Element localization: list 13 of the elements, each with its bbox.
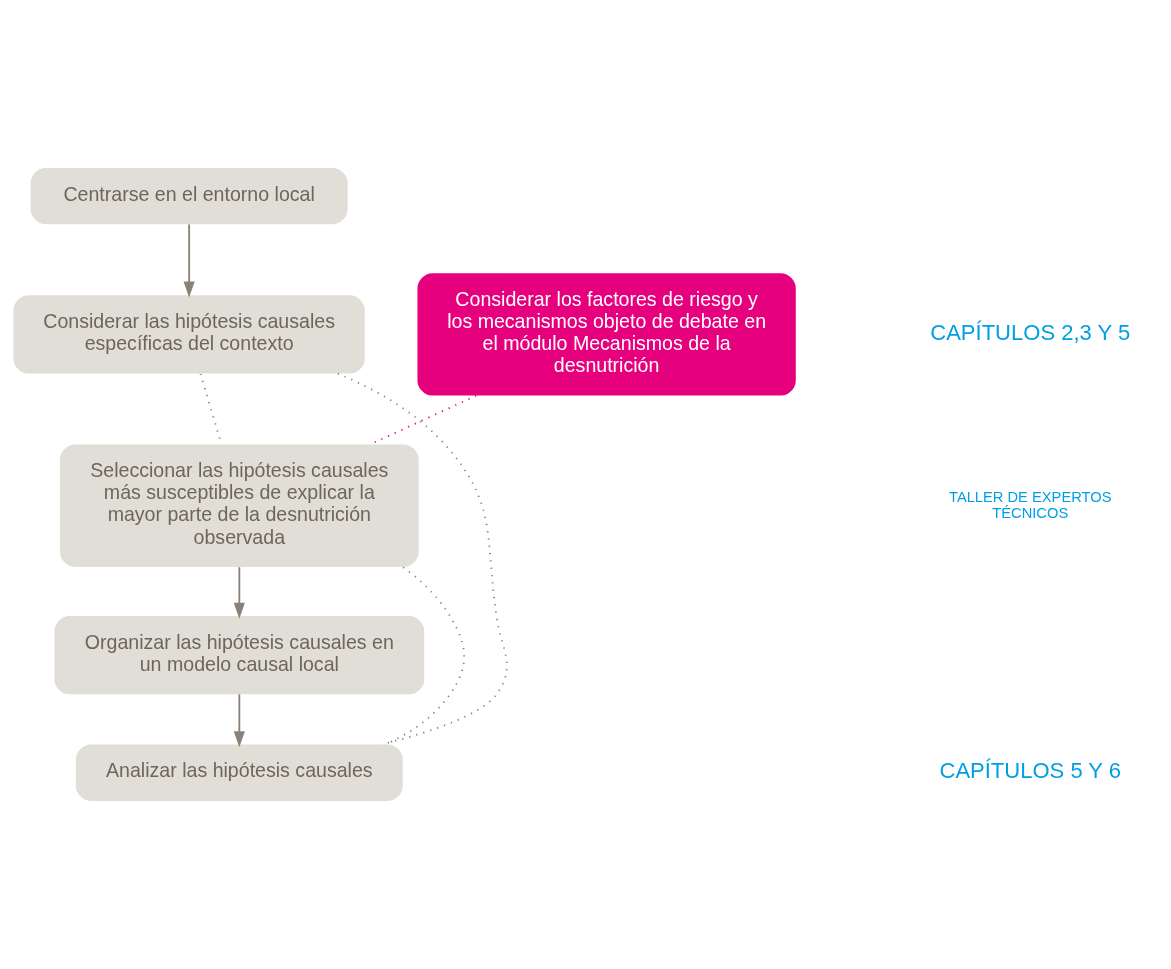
arrow xyxy=(183,223,195,297)
node-box: Centrarse en el entorno local xyxy=(30,167,348,224)
label: CAPÍTULOS 5 Y 6 xyxy=(939,757,1121,783)
label: CAPÍTULOS 2,3 Y 5 xyxy=(930,319,1131,345)
arrow xyxy=(233,565,245,619)
node-box: Analizar las hipótesis causales xyxy=(75,744,403,801)
arrow xyxy=(233,693,245,747)
node-box: Considerar los factores de riesgo y los mecanismos objeto de debate en el módulo Mecanismos de la desnutrición xyxy=(417,272,796,396)
label: TALLER DE EXPERTOS TÉCNICOS xyxy=(949,488,1112,521)
node-box: Seleccionar las hipótesis causales más susceptibles de explicar la mayor parte de la desnutrición observada xyxy=(59,444,419,567)
node-box: Considerar las hipótesis causales específicas del contexto xyxy=(13,294,365,374)
connector xyxy=(336,372,508,745)
node-box: Organizar las hipótesis causales en un modelo causal local xyxy=(54,615,425,694)
